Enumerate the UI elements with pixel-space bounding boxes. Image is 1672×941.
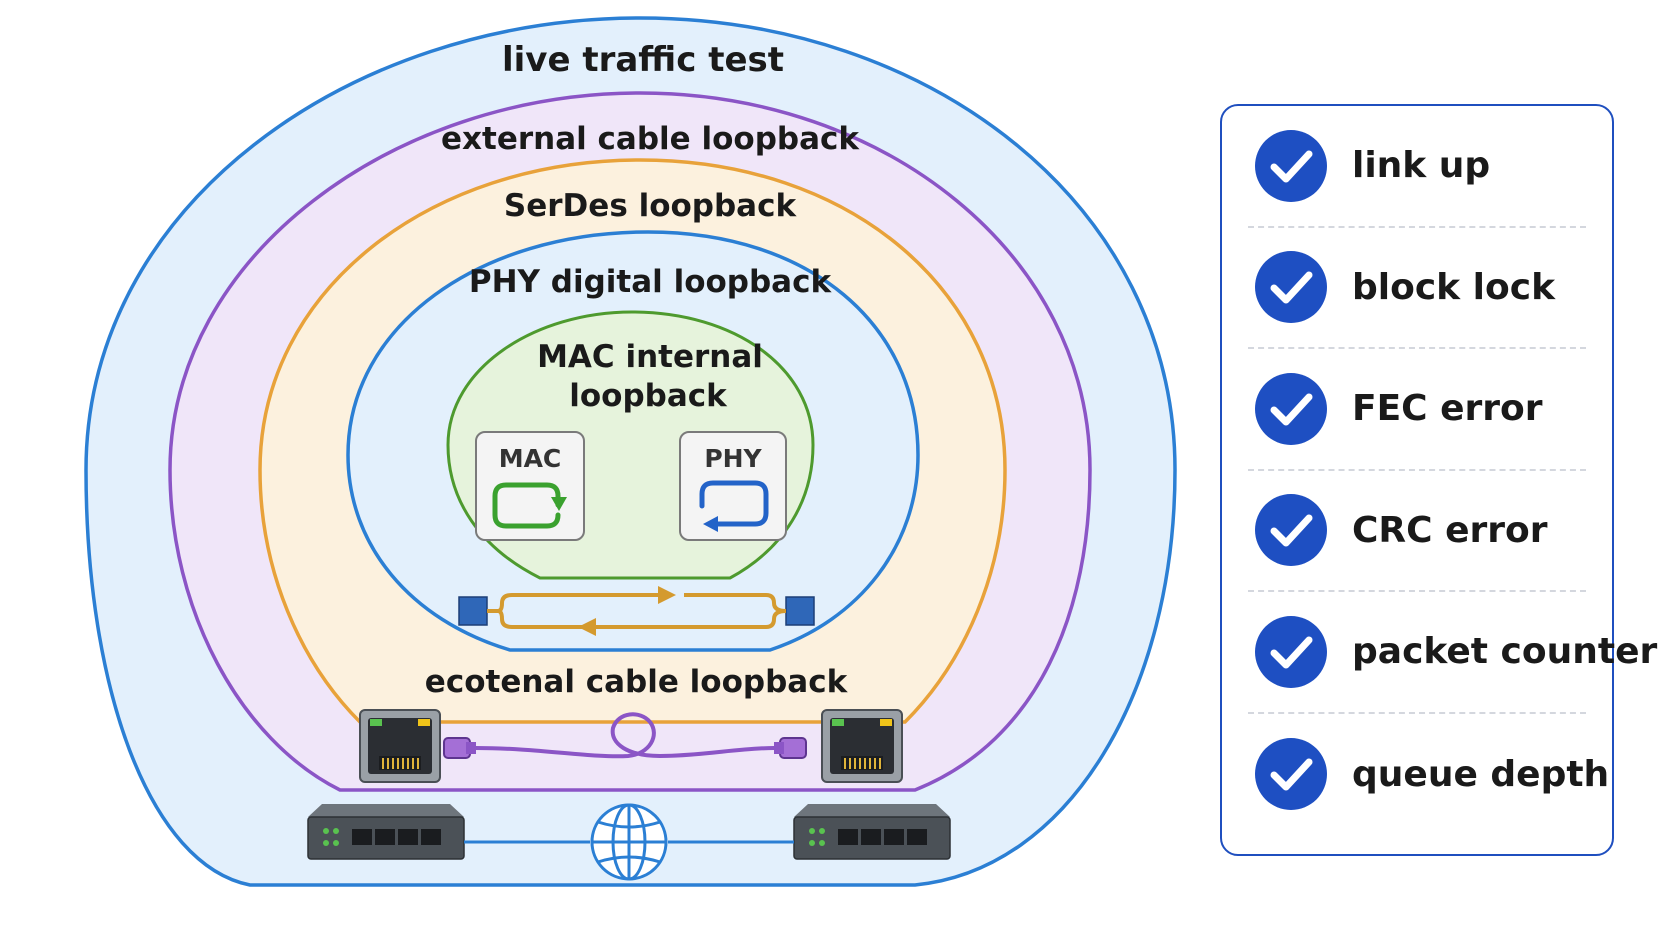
check-item-link-up: link up xyxy=(1248,106,1586,228)
arrow-right-icon xyxy=(658,586,676,604)
serdes-label: SerDes loopback xyxy=(504,188,798,224)
checklist-panel: link up block lock FEC error CRC error p… xyxy=(1220,104,1657,856)
checkmark-icon xyxy=(1255,129,1327,202)
phy-digital-label: PHY digital loopback xyxy=(469,264,833,300)
checkmark-icon xyxy=(1255,615,1327,688)
check-label: queue depth xyxy=(1352,753,1610,795)
phy-box: PHY xyxy=(679,431,787,541)
check-label: link up xyxy=(1352,145,1491,187)
check-item-fec-error: FEC error xyxy=(1248,349,1586,471)
serdes-endpoint-right xyxy=(785,596,815,626)
mac-loop-icon xyxy=(492,482,567,529)
mac-internal-label-line2: loopback xyxy=(569,378,728,414)
loopback-cable xyxy=(443,712,807,759)
check-item-packet-counter: packet counter xyxy=(1248,592,1657,714)
network-switch-left-icon xyxy=(307,804,465,860)
globe-icon xyxy=(590,803,668,881)
phy-loop-icon xyxy=(699,480,769,532)
external-cable-label: external cable loopback xyxy=(441,121,860,157)
mac-box: MAC xyxy=(475,431,585,541)
checkmark-icon xyxy=(1255,251,1327,324)
check-label: CRC error xyxy=(1352,509,1548,551)
mac-box-label: MAC xyxy=(499,444,562,473)
check-label: FEC error xyxy=(1352,388,1543,430)
checkmark-icon xyxy=(1255,372,1327,445)
live-traffic-label: live traffic test xyxy=(502,40,784,80)
network-switch-right-icon xyxy=(793,804,951,860)
arrow-left-icon xyxy=(578,618,596,636)
checkmark-icon xyxy=(1255,738,1327,811)
serdes-endpoint-left xyxy=(458,596,488,626)
mac-internal-label-line1: MAC internal xyxy=(537,339,763,375)
ethernet-port-right-icon xyxy=(821,709,903,783)
check-item-queue-depth: queue depth xyxy=(1248,714,1609,836)
checkmark-icon xyxy=(1255,494,1327,567)
check-item-crc-error: CRC error xyxy=(1248,471,1586,592)
phy-box-label: PHY xyxy=(704,444,762,473)
serdes-path xyxy=(458,586,815,636)
check-label: packet counter xyxy=(1352,631,1658,673)
check-label: block lock xyxy=(1352,266,1556,308)
check-item-block-lock: block lock xyxy=(1248,228,1586,349)
cable-loopback-label: ecotenal cable loopback xyxy=(425,664,849,700)
ethernet-port-left-icon xyxy=(359,709,441,783)
